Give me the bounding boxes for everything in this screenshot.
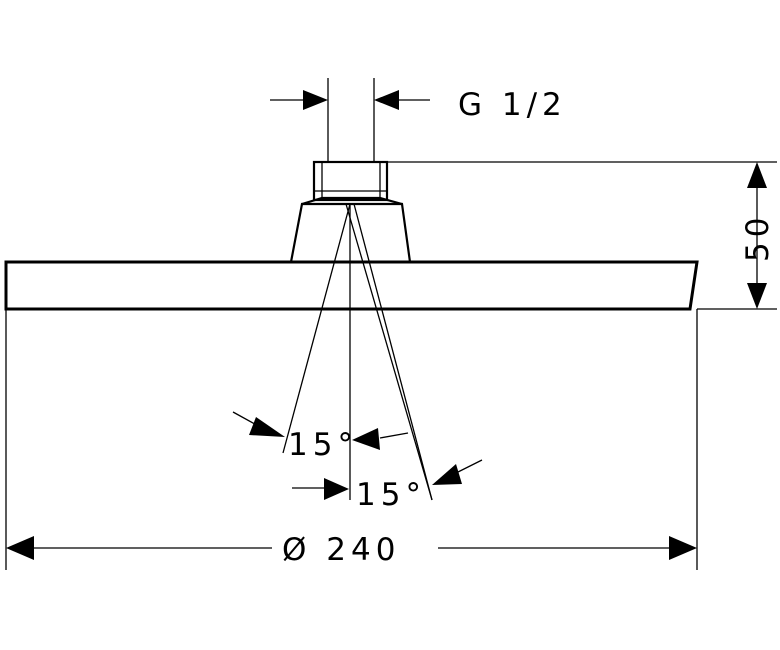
shower-plate bbox=[4, 260, 699, 311]
right-angle-label: 15° bbox=[356, 477, 426, 513]
thread-size-label: G 1/2 bbox=[458, 87, 567, 123]
thread-extension-lines bbox=[327, 78, 375, 162]
spray-angle-lines bbox=[282, 203, 433, 501]
left-angle-arrows bbox=[232, 411, 409, 450]
height-label: 50 bbox=[740, 213, 776, 262]
diameter-dimension bbox=[5, 309, 698, 570]
thread-dimension-arrows bbox=[270, 90, 430, 110]
diameter-label: Ø 240 bbox=[282, 532, 400, 568]
height-dimension bbox=[387, 161, 777, 310]
thread-nut bbox=[312, 160, 389, 202]
right-angle-arrows bbox=[292, 459, 483, 500]
left-angle-label: 15° bbox=[288, 427, 358, 463]
connector-body bbox=[289, 196, 412, 263]
